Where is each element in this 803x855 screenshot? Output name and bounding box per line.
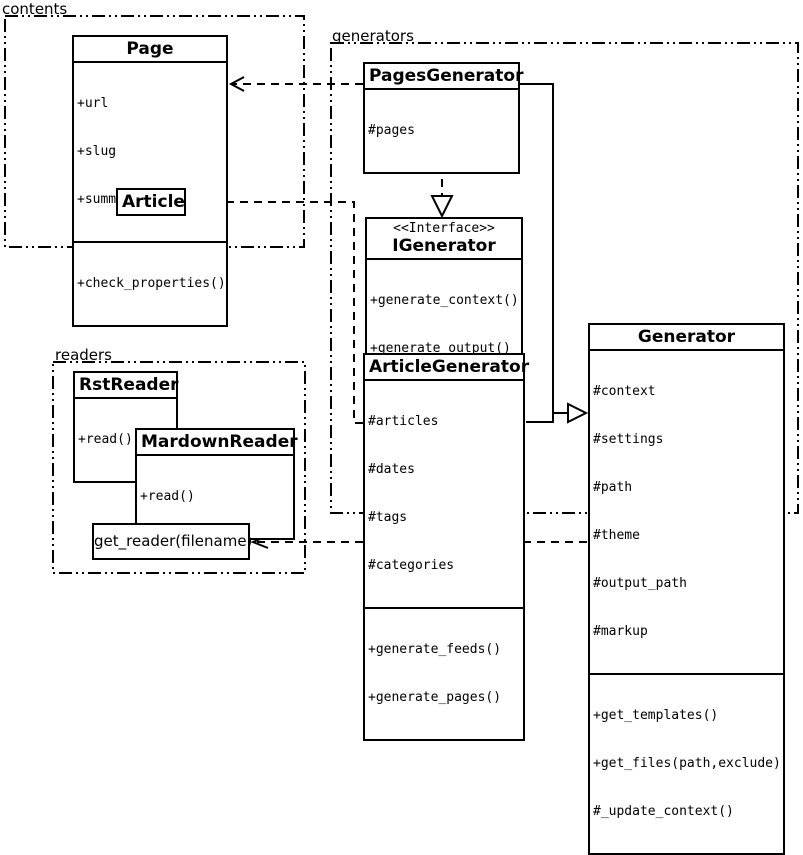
edge-articlegenerator-to-article (191, 201, 363, 424)
class-page-title: Page (74, 37, 226, 63)
class-generator-attributes: #context #settings #path #theme #output_… (590, 351, 783, 673)
package-label-readers: readers (55, 346, 112, 364)
node-get-reader: get_reader(filename) (92, 523, 252, 560)
attribute: #categories (368, 558, 455, 573)
attribute: +slug (77, 144, 117, 159)
class-pagesgenerator: PagesGenerator #pages (363, 62, 523, 174)
attribute: #path (593, 480, 633, 495)
class-articlegenerator: ArticleGenerator #articles #dates #tags … (363, 353, 529, 741)
attribute: #theme (593, 528, 640, 543)
class-igenerator-title: <<Interface>> IGenerator (367, 219, 521, 260)
operation: +get_templates() (593, 708, 719, 723)
package-border-generators (330, 42, 799, 514)
class-mardownreader: MardownReader +read() (135, 428, 298, 540)
attribute: #context (593, 384, 656, 399)
triangle-pagesgenerator-to-igenerator (430, 195, 454, 219)
class-article-title: Article (122, 192, 185, 212)
attribute: #pages (368, 123, 415, 138)
operation: +generate_context() (370, 293, 519, 308)
operation: #_update_context() (593, 804, 734, 819)
class-rstreader-operations: +read() (75, 399, 176, 481)
class-articlegenerator-title: ArticleGenerator (365, 355, 529, 381)
attribute: #output_path (593, 576, 687, 591)
class-igenerator-operations: +generate_context() +generate_output() (367, 260, 521, 390)
operation: +get_files(path,exclude) (593, 756, 781, 771)
package-border-readers (52, 361, 306, 574)
class-generator: Generator #context #settings #path #them… (588, 323, 785, 855)
class-mardownreader-operations: +read() (137, 456, 293, 538)
class-articlegenerator-operations: +generate_feeds() +generate_pages() (365, 607, 523, 739)
operation: +read() (78, 432, 133, 447)
operation: +check_properties() (77, 276, 226, 291)
attribute: #markup (593, 624, 648, 639)
edge-pagesgenerator-to-generator (520, 83, 554, 423)
attribute: #articles (368, 414, 439, 429)
class-mardownreader-title: MardownReader (137, 430, 298, 456)
operation: +generate_pages() (368, 690, 502, 705)
operation: +generate_feeds() (368, 642, 502, 657)
package-label-contents: contents (2, 0, 68, 18)
class-generator-title: Generator (590, 325, 783, 351)
attribute: #tags (368, 510, 408, 525)
class-articlegenerator-attributes: #articles #dates #tags #categories (365, 381, 523, 607)
class-page-operations: +check_properties() (74, 241, 226, 325)
class-article: Article (116, 188, 186, 216)
class-igenerator-stereotype: <<Interface>> (393, 221, 495, 236)
package-label-generators: generators (332, 27, 414, 45)
triangle-to-generator (567, 402, 589, 424)
attribute: #dates (368, 462, 415, 477)
operation: +generate_output() (370, 341, 511, 356)
class-generator-operations: +get_templates() +get_files(path,exclude… (590, 673, 783, 853)
class-rstreader: RstReader +read() (73, 371, 179, 483)
class-igenerator-name: IGenerator (392, 236, 496, 256)
arrowhead-pagesgenerator-to-page (228, 76, 245, 92)
class-rstreader-title: RstReader (75, 373, 179, 399)
class-page: Page +url +slug +summary +check_properti… (72, 35, 228, 327)
operation: +read() (140, 489, 195, 504)
class-pagesgenerator-title: PagesGenerator (365, 64, 523, 90)
attribute: #settings (593, 432, 664, 447)
class-pagesgenerator-attributes: #pages (365, 90, 518, 172)
attribute: +url (77, 96, 109, 111)
